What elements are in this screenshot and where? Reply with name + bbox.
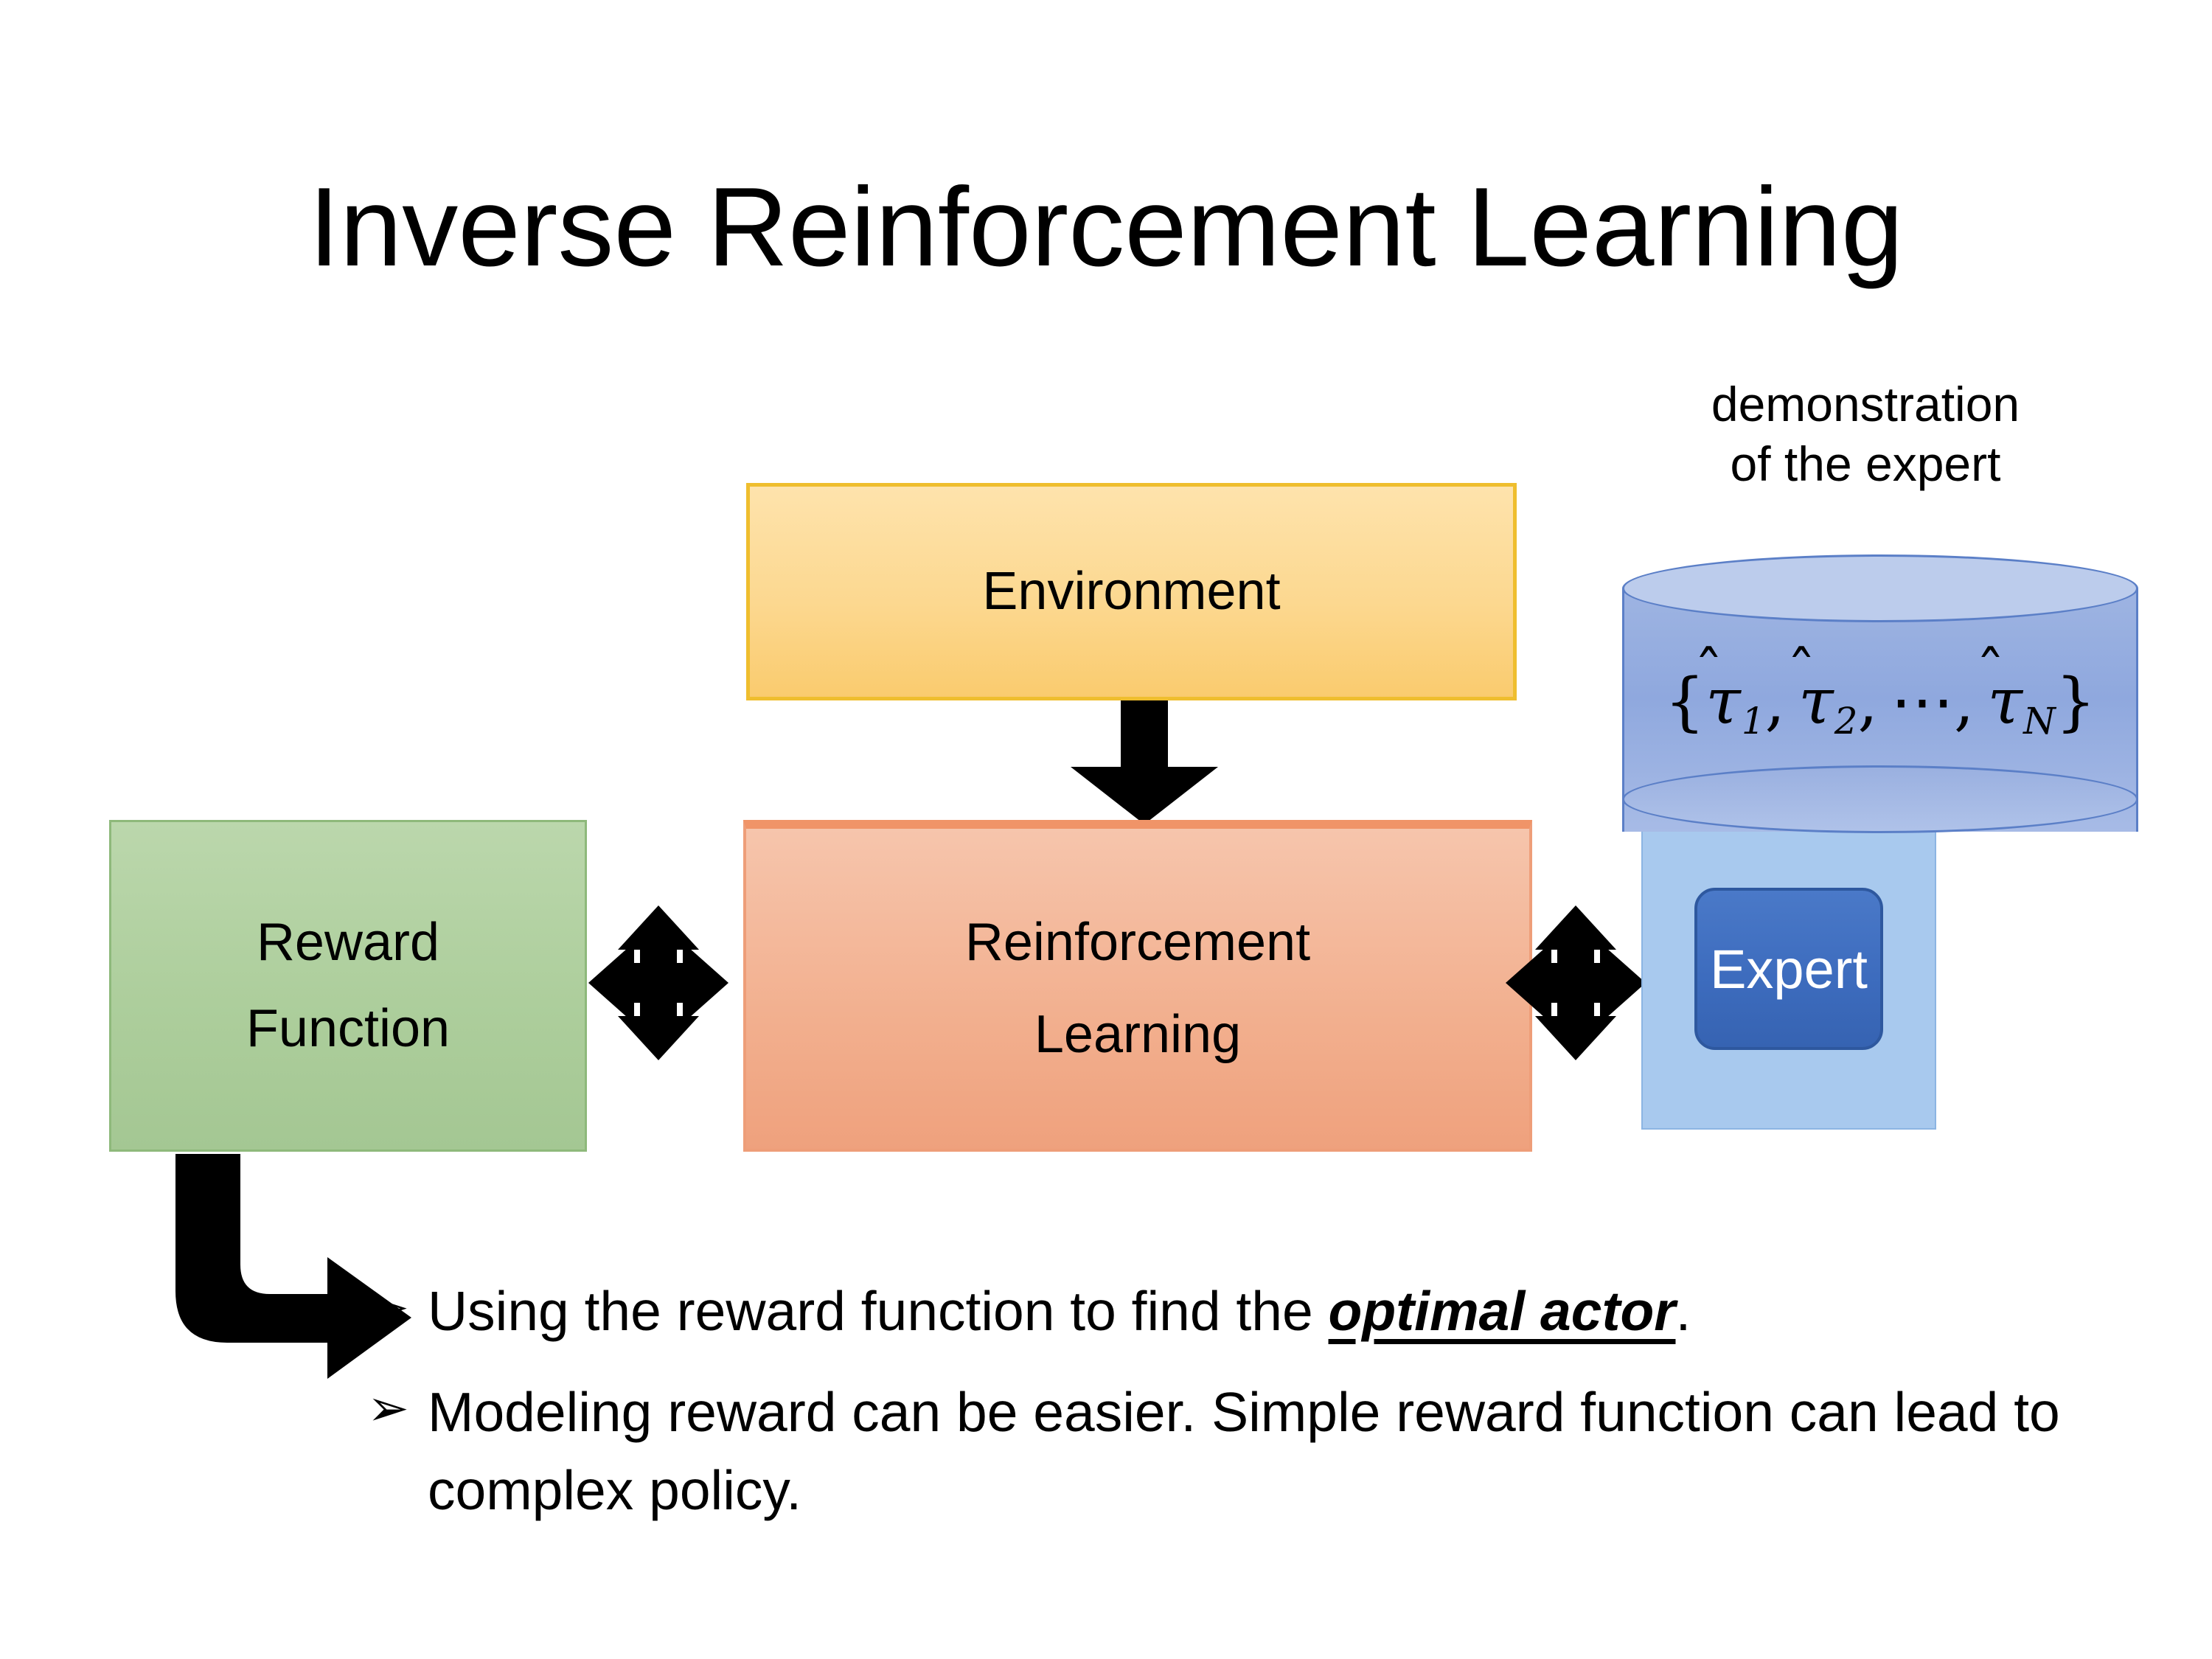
- environment-box[interactable]: Environment: [746, 483, 1517, 700]
- trajectory-set-formula: {̂τ1, ̂τ2, ⋯, ̂τN}: [1622, 665, 2138, 742]
- comma-2: ,: [1857, 665, 1878, 739]
- comma-3: ,: [1953, 665, 1975, 739]
- list-item: ➢ Modeling reward can be easier. Simple …: [367, 1373, 2100, 1530]
- bullet-arrow-icon: ➢: [367, 1380, 409, 1436]
- demonstration-caption-line1: demonstration: [1711, 377, 2020, 431]
- bullet-list: ➢ Using the reward function to find the …: [367, 1272, 2100, 1552]
- rl-label-line2: Learning: [1034, 1005, 1242, 1064]
- expert-label: Expert: [1710, 938, 1868, 1000]
- tau-1: τ: [1705, 665, 1741, 739]
- page-title: Inverse Reinforcement Learning: [308, 164, 1904, 290]
- expert-box[interactable]: Expert: [1694, 888, 1883, 1050]
- ellipsis: ⋯: [1890, 665, 1954, 739]
- four-way-double-arrow-icon-left: [588, 905, 728, 1060]
- reinforcement-learning-box[interactable]: Reinforcement Learning: [743, 820, 1532, 1152]
- open-brace: {: [1664, 665, 1705, 739]
- cylinder-top-ellipse: [1622, 554, 2138, 622]
- reward-label-line2: Function: [246, 999, 451, 1058]
- tau-n: τ: [1987, 665, 2023, 739]
- tau-1-subscript: 1: [1741, 699, 1765, 742]
- bullet-2-text: Modeling reward can be easier. Simple re…: [428, 1380, 2060, 1522]
- comma-1: ,: [1764, 665, 1785, 739]
- tau-2-subscript: 2: [1834, 699, 1858, 742]
- trajectory-cylinder[interactable]: {̂τ1, ̂τ2, ⋯, ̂τN}: [1622, 554, 2138, 864]
- tau-2: τ: [1798, 665, 1834, 739]
- down-arrow-icon: [1071, 700, 1218, 824]
- demonstration-caption-line2: of the expert: [1730, 436, 2001, 491]
- bullet-arrow-icon: ➢: [367, 1279, 409, 1335]
- four-way-double-arrow-icon-right: [1506, 905, 1646, 1060]
- rl-label-line1: Reinforcement: [964, 913, 1311, 973]
- environment-label: Environment: [982, 562, 1281, 622]
- cylinder-bottom-ellipse: [1622, 765, 2138, 833]
- elbow-arrow-icon: [175, 1154, 411, 1379]
- bullet-1-emphasis: optimal actor: [1328, 1280, 1676, 1342]
- list-item: ➢ Using the reward function to find the …: [367, 1272, 2100, 1351]
- bullet-1-text-before: Using the reward function to find the: [428, 1280, 1329, 1342]
- bullet-1-text-after: .: [1675, 1280, 1691, 1342]
- demonstration-caption: demonstration of the expert: [1622, 375, 2109, 493]
- close-brace: }: [2055, 665, 2096, 739]
- tau-n-subscript: N: [2023, 699, 2056, 742]
- reward-label-line1: Reward: [256, 913, 440, 973]
- reward-function-box[interactable]: Reward Function: [109, 820, 587, 1152]
